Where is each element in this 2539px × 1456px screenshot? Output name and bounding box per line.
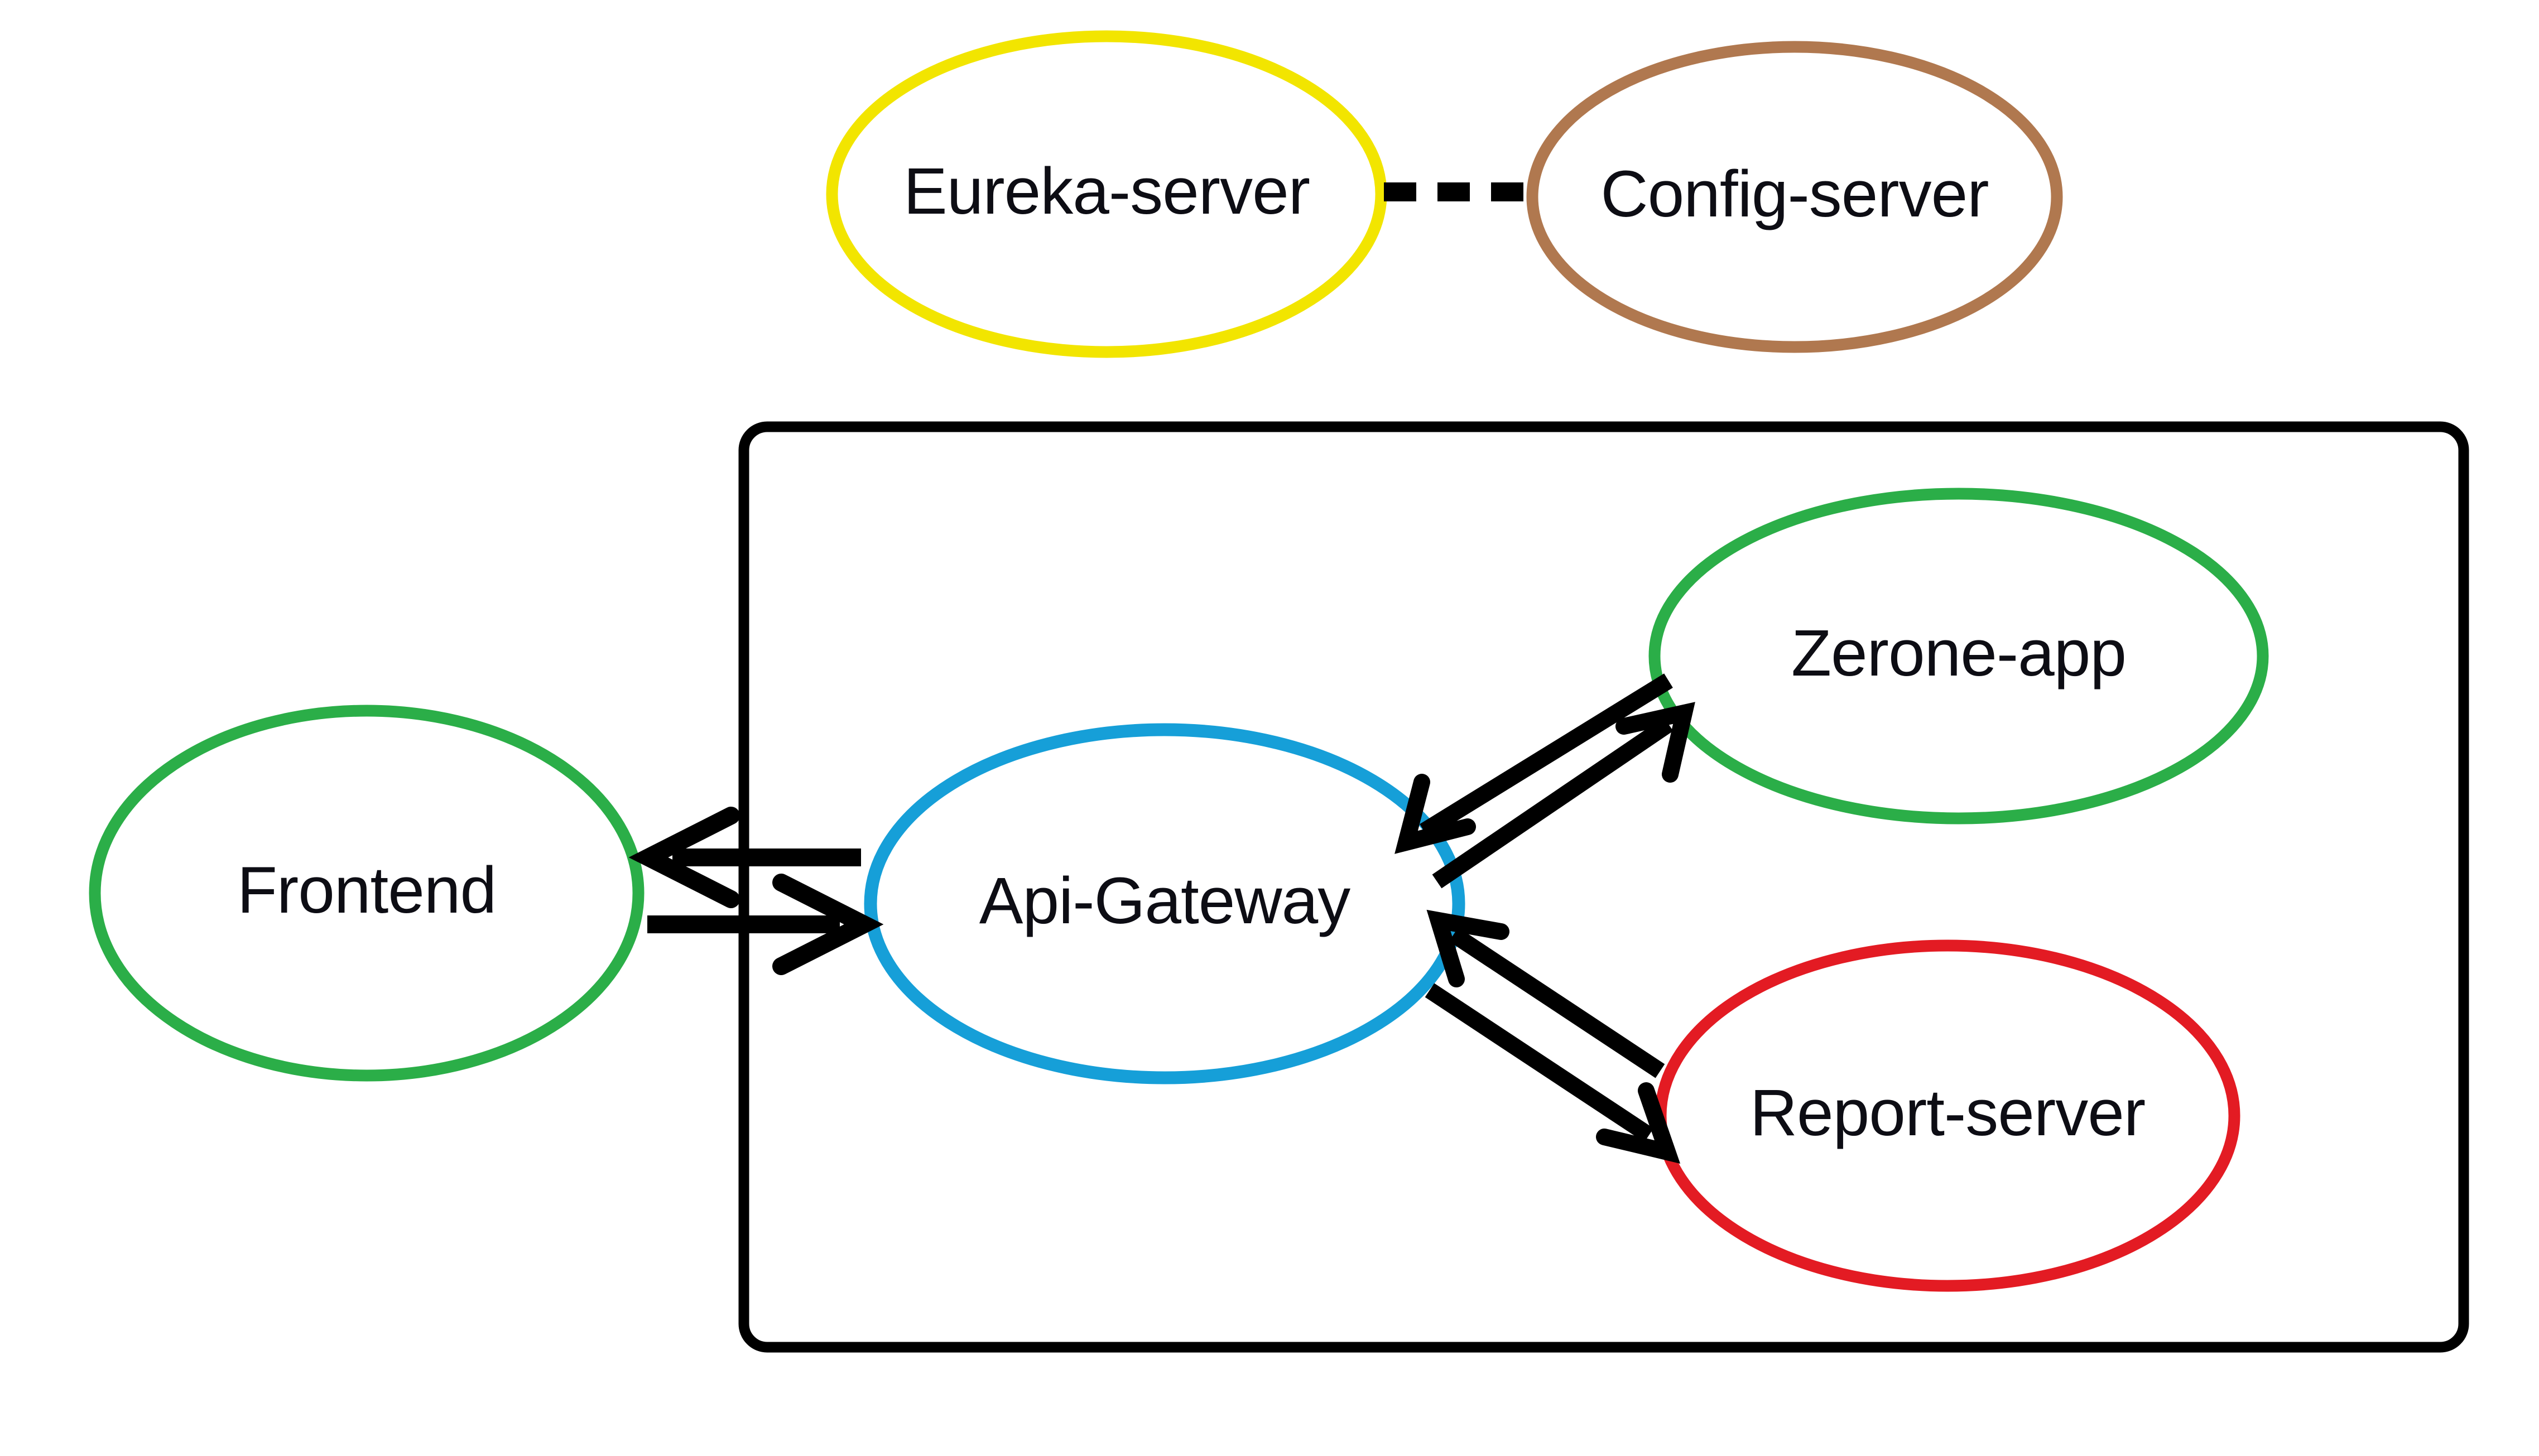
arrow-head-left <box>628 807 740 908</box>
node-label-zerone-app: Zerone-app <box>1791 616 2126 690</box>
gateway-to-zerone-arrow[interactable] <box>1432 702 1695 889</box>
node-eureka-server[interactable]: Eureka-server <box>826 30 1387 358</box>
service-boundary-box <box>738 421 2469 1353</box>
node-label-frontend: Frontend <box>237 854 496 927</box>
node-report-server[interactable]: Report-server <box>1655 939 2240 1292</box>
arrow-head-right <box>772 874 884 975</box>
arrow-head-up-right <box>1615 702 1695 783</box>
node-frontend[interactable]: Frontend <box>89 705 645 1082</box>
arrow-shaft <box>1449 927 1665 1078</box>
zerone-to-gateway-arrow[interactable] <box>1394 673 1673 854</box>
node-label-eureka-server: Eureka-server <box>903 155 1310 228</box>
connections-layer <box>628 182 1695 1164</box>
node-label-report-server: Report-server <box>1750 1076 2145 1150</box>
frontend-to-gateway-arrow[interactable] <box>647 874 884 975</box>
gateway-to-frontend-arrow[interactable] <box>628 807 861 908</box>
arrow-shaft <box>1425 983 1654 1142</box>
node-zerone-app[interactable]: Zerone-app <box>1648 488 2269 825</box>
arrow-head-down-right <box>1596 1082 1681 1164</box>
node-ellipse-eureka-server <box>826 30 1387 358</box>
arrow-shaft <box>1420 673 1673 838</box>
arrow-head-up-left <box>1426 909 1509 987</box>
report-to-gateway-arrow[interactable] <box>1426 909 1665 1078</box>
node-ellipse-frontend <box>89 705 645 1082</box>
node-ellipse-api-gateway <box>864 723 1465 1084</box>
arrow-head-down-left <box>1394 774 1476 854</box>
node-config-server[interactable]: Config-server <box>1526 41 2063 353</box>
node-ellipse-config-server <box>1526 41 2063 353</box>
node-label-config-server: Config-server <box>1600 157 1988 231</box>
node-ellipse-zerone-app <box>1648 488 2269 825</box>
node-label-api-gateway: Api-Gateway <box>979 864 1351 938</box>
gateway-to-report-arrow[interactable] <box>1425 983 1681 1164</box>
arrow-shaft <box>1432 717 1674 889</box>
node-api-gateway[interactable]: Api-Gateway <box>864 723 1465 1084</box>
